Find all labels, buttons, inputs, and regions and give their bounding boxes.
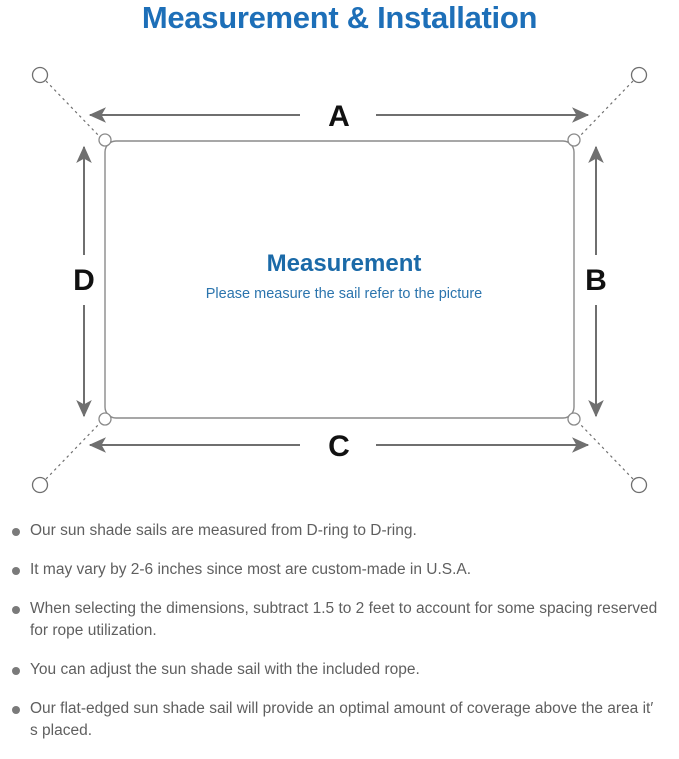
note-text: When selecting the dimensions, subtract … <box>30 600 658 639</box>
d-ring-top-left-icon <box>98 133 112 147</box>
bullet-dot-icon <box>12 606 20 614</box>
list-item: It may vary by 2-6 inches since most are… <box>0 559 679 581</box>
list-item: Our flat-edged sun shade sail will provi… <box>0 698 679 742</box>
bullet-dot-icon <box>12 706 20 714</box>
note-text: It may vary by 2-6 inches since most are… <box>30 561 472 578</box>
list-item: You can adjust the sun shade sail with t… <box>0 659 679 681</box>
anchor-bottom-right-icon <box>630 476 648 494</box>
bullet-dot-icon <box>12 667 20 675</box>
dimension-label-a: A <box>328 100 350 133</box>
list-item: Our sun shade sails are measured from D-… <box>0 520 679 542</box>
anchor-bottom-left-icon <box>31 476 49 494</box>
rope-line-top-right <box>578 80 634 138</box>
sail-center-subtext: Please measure the sail refer to the pic… <box>206 286 482 302</box>
note-text: You can adjust the sun shade sail with t… <box>30 661 420 678</box>
dimension-label-b: B <box>585 264 607 297</box>
rope-lines <box>45 80 634 480</box>
d-ring-bottom-right-icon <box>567 412 581 426</box>
anchor-top-left-icon <box>31 66 49 84</box>
rope-line-bottom-right <box>578 422 634 480</box>
bullet-dot-icon <box>12 528 20 536</box>
d-ring-top-right-icon <box>567 133 581 147</box>
anchor-points <box>31 66 648 494</box>
list-item: When selecting the dimensions, subtract … <box>0 598 679 642</box>
dimension-label-c: C <box>328 430 350 463</box>
rope-line-bottom-left <box>45 422 101 480</box>
bullet-dot-icon <box>12 567 20 575</box>
notes-list: Our sun shade sails are measured from D-… <box>0 520 679 759</box>
dimension-label-d: D <box>73 264 95 297</box>
anchor-top-right-icon <box>630 66 648 84</box>
sail-measurement-diagram: A C D B Measurement Please measure the s… <box>31 66 648 494</box>
sail-outline <box>104 140 575 419</box>
rope-line-top-left <box>45 80 101 138</box>
note-text: Our flat-edged sun shade sail will provi… <box>30 700 654 739</box>
sail-center-heading: Measurement <box>267 250 422 277</box>
d-ring-bottom-left-icon <box>98 412 112 426</box>
d-rings <box>98 133 581 426</box>
note-text: Our sun shade sails are measured from D-… <box>30 522 417 539</box>
page-title: Measurement & Installation <box>141 0 538 35</box>
measurement-installation-page: Measurement & Installation <box>12 0 657 739</box>
